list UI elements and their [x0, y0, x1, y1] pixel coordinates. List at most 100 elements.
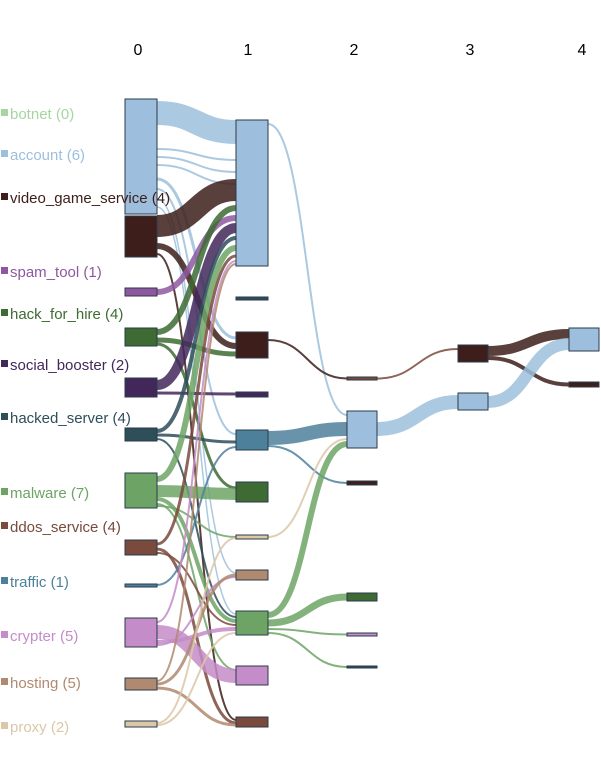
link-n1-malware-to-n2-crypter — [267, 628, 348, 636]
link-n0-malware-to-n1-hack — [156, 485, 237, 500]
link-n0-ddos-to-n1-malware — [156, 552, 237, 626]
hacked_server-label: hacked_server (4) — [10, 410, 131, 427]
node-n2-hack[interactable] — [346, 592, 378, 602]
node-n0-hack[interactable] — [124, 327, 158, 347]
node-n0-malware[interactable] — [124, 472, 158, 509]
link-n0-ddos-to-n1-account — [156, 254, 237, 546]
column-label-2: 2 — [350, 42, 359, 59]
link-n0-malware-to-n1-account — [156, 245, 237, 482]
node-n1-hosting[interactable] — [235, 569, 269, 581]
node-n2-crypter[interactable] — [346, 632, 378, 637]
link-n0-crypter-to-n1-crypter — [156, 625, 237, 683]
link-n1-malware-to-n2-hack — [267, 593, 348, 627]
link-n0-account-to-n1-account — [156, 101, 237, 144]
node-n0-videogame[interactable] — [124, 215, 158, 258]
node-n2-hacked[interactable] — [346, 665, 378, 669]
node-n1-hack[interactable] — [235, 481, 269, 503]
node-n0-spam[interactable] — [124, 287, 158, 297]
node-n0-ddos[interactable] — [124, 539, 158, 556]
link-n3-video-to-n4-account — [487, 329, 570, 356]
crypter-legend-swatch — [1, 631, 8, 638]
link-n2-ddos-to-n3-video — [376, 348, 459, 380]
node-n0-account[interactable] — [124, 98, 158, 215]
link-n1-malware-to-n2-account — [267, 441, 348, 618]
node-n3-video[interactable] — [457, 344, 489, 363]
hack_for_hire-label: hack_for_hire (4) — [10, 306, 123, 323]
link-n0-spam-to-n1-account — [156, 215, 237, 295]
node-n4-account[interactable] — [568, 327, 600, 352]
link-n0-social-to-n1-account — [155, 223, 238, 390]
botnet-legend-swatch — [1, 109, 8, 116]
node-n2-ddos[interactable] — [346, 376, 378, 381]
link-n0-malware-to-n1-malware — [156, 497, 237, 623]
link-n0-crypter-to-n1-account — [156, 260, 237, 623]
botnet-label: botnet (0) — [10, 106, 74, 123]
column-label-1: 1 — [244, 42, 253, 59]
column-label-4: 4 — [578, 42, 587, 59]
link-n0-hosting-to-n1-ddos — [156, 686, 237, 727]
hack_for_hire-legend-swatch — [1, 309, 8, 316]
link-n0-videogame-to-n1-account — [156, 179, 237, 237]
crypter-label: crypter (5) — [10, 628, 78, 645]
category-labels: botnet (0) account (6) video_game_service … — [1, 106, 170, 736]
link-n0-hacked-to-n1-malware — [156, 438, 237, 618]
link-n0-traffic-to-n1-traffic — [156, 446, 237, 586]
account-label: account (6) — [10, 147, 85, 164]
ddos_service-label: ddos_service (4) — [10, 519, 121, 536]
social_booster-legend-swatch — [1, 360, 8, 367]
node-n0-proxy[interactable] — [124, 720, 158, 728]
hosting-legend-swatch — [1, 678, 8, 685]
link-n1-malware-to-n2-hacked — [267, 632, 348, 668]
node-n0-hosting[interactable] — [124, 677, 158, 691]
node-n0-social[interactable] — [124, 377, 158, 398]
link-n0-proxy-to-n1-malware — [156, 632, 237, 726]
hosting-label: hosting (5) — [10, 675, 81, 692]
link-n0-hack-to-n1-account — [156, 205, 237, 335]
column-labels: 0 1 2 3 4 — [134, 42, 587, 59]
sankey-nodes — [124, 98, 600, 728]
node-n3-account[interactable] — [457, 392, 489, 411]
node-n2-account[interactable] — [346, 410, 378, 449]
node-n4-video[interactable] — [568, 381, 600, 388]
hacked_server-legend-swatch — [1, 413, 8, 420]
link-n1-video-to-n2-ddos — [267, 339, 348, 380]
node-n1-proxy[interactable] — [235, 534, 269, 540]
node-n2-video[interactable] — [346, 480, 378, 486]
social_booster-label: social_booster (2) — [10, 357, 129, 374]
link-n0-account-to-n1-account — [156, 148, 237, 161]
node-n0-crypter[interactable] — [124, 617, 158, 648]
link-n2-account-to-n3-account — [376, 395, 459, 436]
column-label-0: 0 — [134, 42, 143, 59]
node-n1-video[interactable] — [235, 331, 269, 359]
node-n1-account[interactable] — [235, 119, 269, 267]
spam_tool-label: spam_tool (1) — [10, 264, 102, 281]
spam_tool-legend-swatch — [1, 267, 8, 274]
malware-label: malware (7) — [10, 485, 89, 502]
video_game_service-legend-swatch — [1, 193, 8, 200]
node-n1-traffic[interactable] — [235, 429, 269, 451]
malware-legend-swatch — [1, 488, 8, 495]
node-n1-social[interactable] — [235, 391, 269, 398]
node-n0-traffic[interactable] — [124, 583, 158, 588]
proxy-label: proxy (2) — [10, 719, 69, 736]
link-n0-hacked-to-n1-account — [156, 236, 237, 433]
node-n0-hacked[interactable] — [124, 427, 158, 442]
link-n3-account-to-n4-account — [487, 338, 570, 408]
node-n1-navy[interactable] — [235, 296, 269, 301]
traffic-label: traffic (1) — [10, 574, 69, 591]
node-n1-ddos[interactable] — [235, 716, 269, 728]
traffic-legend-swatch — [1, 577, 8, 584]
node-n1-crypter[interactable] — [235, 665, 269, 686]
link-n0-hack-to-n1-hack — [156, 342, 237, 490]
link-n1-account-to-n2-account — [267, 123, 348, 416]
column-label-3: 3 — [466, 42, 475, 59]
link-n0-account-to-n1-account — [156, 156, 237, 173]
video_game_service-label: video_game_service (4) — [10, 190, 170, 207]
link-n1-traffic-to-n2-video — [267, 445, 348, 484]
link-n0-malware-to-n1-proxy — [156, 505, 237, 538]
proxy-legend-swatch — [1, 722, 8, 729]
node-n1-malware[interactable] — [235, 610, 269, 636]
link-n0-crypter-to-n1-malware — [156, 627, 237, 644]
link-n0-proxy-to-n1-proxy — [156, 537, 237, 724]
